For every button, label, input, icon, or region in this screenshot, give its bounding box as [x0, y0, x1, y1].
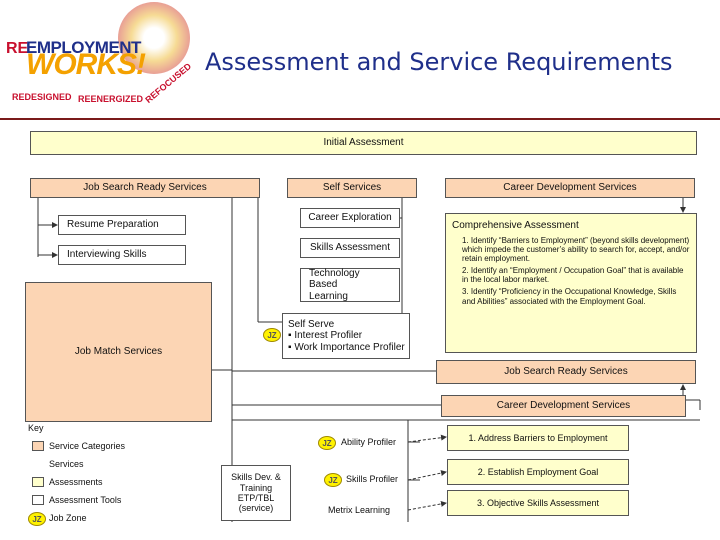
comprehensive-assessment-item: 3. Identify “Proficiency in the Occupati… — [462, 287, 677, 306]
logo-works: WORKS! — [26, 48, 146, 81]
initial-assessment-label: Initial Assessment — [323, 137, 404, 149]
logo-re: RE — [6, 40, 29, 57]
key-title: Key — [28, 423, 44, 433]
address-barriers-label: 1. Address Barriers to Employment — [468, 432, 608, 443]
metrix-learning: Metrix Learning — [328, 505, 391, 515]
technology-based-learning-label: Technology Based Learning — [309, 267, 360, 302]
self-services-box: Self Services — [287, 178, 417, 198]
address-barriers-box: 1. Address Barriers to Employment — [447, 425, 629, 451]
career-development-services-bottom-box: Career Development Services — [441, 395, 686, 417]
key-assessments: Assessments — [49, 477, 103, 487]
jz-badge-key: JZ — [28, 512, 46, 526]
logo-burst — [118, 2, 190, 74]
resume-preparation-box: Resume Preparation — [58, 215, 186, 235]
logo-reenergized: REENERGIZED — [78, 94, 144, 104]
job-search-ready-services-box: Job Search Ready Services — [30, 178, 260, 198]
comprehensive-assessment-box: Comprehensive Assessment 1. Identify “Ba… — [445, 213, 697, 353]
jz-badge-skills: JZ — [324, 473, 342, 487]
self-serve-item: ▪ Work Importance Profiler — [288, 341, 405, 353]
jz-label: JZ — [267, 330, 277, 340]
jz-badge-ability: JZ — [318, 436, 336, 450]
job-search-ready-services-label: Job Search Ready Services — [83, 182, 207, 194]
initial-assessment-box: Initial Assessment — [30, 131, 697, 155]
logo-employment: EMPLOYMENT — [26, 38, 141, 57]
technology-based-learning-box: Technology Based Learning — [300, 268, 400, 302]
jz-label: JZ — [322, 438, 332, 448]
self-services-label: Self Services — [322, 182, 382, 194]
comprehensive-assessment-item: 2. Identify an “Employment / Occupation … — [462, 266, 684, 285]
skills-assessment-label: Skills Assessment — [309, 242, 391, 254]
interviewing-skills-box: Interviewing Skills — [58, 245, 186, 265]
dashed-metrix-to-objective — [407, 500, 447, 511]
page-title: Assessment and Service Requirements — [205, 48, 673, 76]
key-service-categories: Service Categories — [49, 441, 126, 451]
self-serve-box: Self Serve ▪ Interest Profiler ▪ Work Im… — [282, 313, 410, 359]
header-rule — [0, 118, 720, 120]
interviewing-skills-label: Interviewing Skills — [67, 249, 147, 261]
career-exploration-box: Career Exploration — [300, 208, 400, 228]
resume-preparation-label: Resume Preparation — [67, 219, 159, 231]
header — [0, 0, 720, 118]
comprehensive-assessment-title: Comprehensive Assessment — [452, 220, 579, 231]
logo: RE EMPLOYMENT WORKS! REDESIGNED REENERGI… — [0, 0, 195, 115]
job-search-ready-services-bottom-box: Job Search Ready Services — [436, 360, 696, 384]
self-serve-title: Self Serve — [288, 318, 335, 330]
comprehensive-assessment-item: 1. Identify “Barriers to Employment” (be… — [462, 235, 690, 263]
career-development-services-bottom-label: Career Development Services — [496, 400, 631, 412]
key-assessments-swatch — [32, 477, 44, 487]
key-services: Services — [49, 459, 84, 469]
jz-label: JZ — [328, 475, 338, 485]
objective-skills-box: 3. Objective Skills Assessment — [447, 490, 629, 516]
job-match-services-box: Job Match Services — [25, 282, 212, 422]
skills-profiler: Skills Profiler — [346, 474, 399, 484]
logo-redesigned: REDESIGNED — [12, 92, 72, 102]
job-match-services-label: Job Match Services — [74, 346, 163, 358]
skills-dev-label: Skills Dev. & Training ETP/TBL (service) — [231, 472, 281, 514]
key-assessment-tools-swatch — [32, 495, 44, 505]
career-development-services-box: Career Development Services — [445, 178, 695, 198]
key-service-categories-swatch — [32, 441, 44, 451]
job-search-ready-services-bottom-label: Job Search Ready Services — [504, 366, 628, 378]
key-assessment-tools: Assessment Tools — [49, 495, 122, 505]
key-job-zone: Job Zone — [49, 513, 87, 523]
career-exploration-label: Career Exploration — [308, 212, 392, 224]
jz-label: JZ — [32, 514, 42, 524]
objective-skills-label: 3. Objective Skills Assessment — [476, 497, 600, 508]
self-serve-frame — [282, 313, 410, 359]
establish-goal-label: 2. Establish Employment Goal — [477, 466, 599, 477]
skills-dev-box: Skills Dev. & Training ETP/TBL (service) — [221, 465, 291, 521]
dashed-skills-to-goal — [407, 470, 447, 481]
ability-profiler: Ability Profiler — [341, 437, 397, 447]
establish-goal-box: 2. Establish Employment Goal — [447, 459, 629, 485]
dashed-ability-to-address — [407, 434, 447, 443]
career-development-services-label: Career Development Services — [503, 182, 637, 194]
jz-badge-self-serve: JZ — [263, 328, 281, 342]
skills-assessment-box: Skills Assessment — [300, 238, 400, 258]
self-serve-item: ▪ Interest Profiler — [288, 330, 363, 342]
